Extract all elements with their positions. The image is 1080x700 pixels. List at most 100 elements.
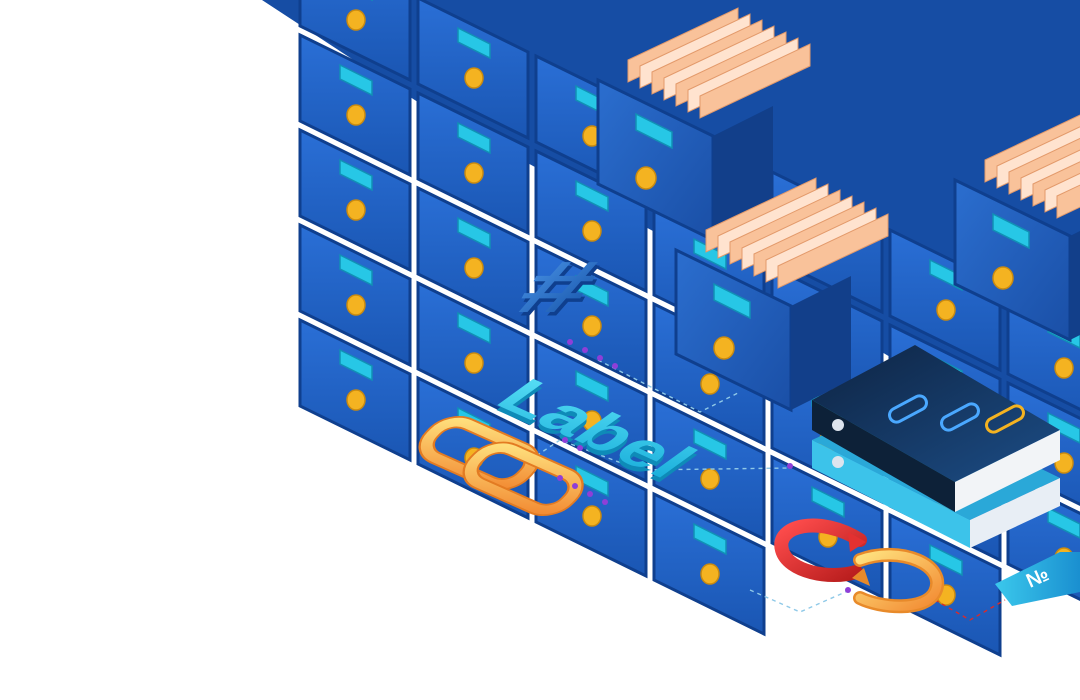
drawer-knob <box>700 468 720 490</box>
drawer-label-slot <box>811 485 845 519</box>
binder-lower-side <box>812 440 970 548</box>
open-drawers <box>596 7 1080 413</box>
drawer-knob <box>346 9 366 31</box>
cabinet-drawer <box>298 222 412 368</box>
drawer-front <box>298 0 412 83</box>
drawer-knob <box>582 410 602 432</box>
drawer-side <box>791 276 851 410</box>
drawer-knob <box>1054 357 1074 379</box>
file-folder <box>1056 184 1080 219</box>
drawer-label-slot <box>575 369 609 403</box>
drawer-label-slot <box>575 274 609 308</box>
connector-dot <box>845 587 851 593</box>
connector-dot <box>567 339 573 345</box>
drawer-label-slot <box>1047 506 1080 539</box>
number-tag-icon: № <box>995 552 1080 606</box>
drawer-label-slot <box>693 237 727 271</box>
cabinet-drawer <box>298 32 412 178</box>
chain-link-icon <box>418 416 584 516</box>
drawer-side <box>1070 231 1080 340</box>
open-drawer-icon <box>674 177 889 413</box>
drawer-label-slot <box>457 311 491 345</box>
cabinet-drawer <box>652 396 766 542</box>
cabinet-drawer <box>416 90 530 236</box>
drawer-knob <box>992 266 1014 290</box>
drawer-label-slot <box>457 26 491 60</box>
connector-lines <box>529 359 1006 621</box>
cabinet-drawer <box>416 185 530 331</box>
binder-upper-top <box>812 345 1060 482</box>
paperclip-icon <box>888 394 1025 434</box>
drawer-label-slot <box>693 427 727 461</box>
drawer-knob <box>713 336 735 360</box>
connector-hash-to-drawer <box>597 359 741 413</box>
cabinet-drawer <box>298 127 412 273</box>
cabinet-drawer <box>534 338 648 484</box>
binder-icon <box>812 345 1060 548</box>
connector-dot <box>602 499 608 505</box>
connector-dot <box>557 475 563 481</box>
drawer-label-slot <box>457 121 491 155</box>
connector-dot <box>587 491 593 497</box>
binder-ring-1 <box>832 419 844 431</box>
drawer-knob <box>464 352 484 374</box>
connector-dot <box>577 445 583 451</box>
drawer-knob <box>464 257 484 279</box>
drawer-label-slot <box>929 543 963 577</box>
open-drawer-icon <box>596 7 811 243</box>
hyperlink-icon <box>774 518 945 614</box>
cabinet-drawer <box>416 280 530 426</box>
drawer-knob <box>346 294 366 316</box>
drawer-knob <box>464 67 484 89</box>
open-drawer-icon <box>953 114 1080 343</box>
drawer-knob <box>936 299 956 321</box>
drawer-label-slot <box>693 522 727 556</box>
connector-link-to-tag <box>934 599 1006 621</box>
cabinet-drawer <box>534 243 648 389</box>
binder-upper-side <box>812 400 955 512</box>
drawer-label-slot <box>992 212 1030 250</box>
drawer-knob <box>582 505 602 527</box>
connector-chain-to-link <box>749 589 851 613</box>
cabinet-drawer <box>652 491 766 637</box>
connector-label-to-binder <box>529 439 791 471</box>
cabinet-drawer <box>298 0 412 83</box>
cabinet-drawer <box>416 0 530 141</box>
drawer-knob <box>582 315 602 337</box>
drawer-knob <box>700 563 720 585</box>
drawer-knob <box>700 373 720 395</box>
drawer-label-slot <box>339 253 373 287</box>
drawer-knob <box>635 166 657 190</box>
binder-lower-pages <box>970 478 1060 548</box>
cabinet-drawer <box>298 317 412 463</box>
drawer-knob <box>346 199 366 221</box>
file-folder <box>777 213 889 289</box>
drawer-label-slot <box>339 348 373 382</box>
connector-dot <box>787 463 793 469</box>
connector-dot <box>562 437 568 443</box>
binder-upper-pages <box>955 430 1060 512</box>
drawer-knob <box>346 104 366 126</box>
drawer-knob <box>464 162 484 184</box>
drawer-knob <box>346 389 366 411</box>
connector-dot <box>612 363 618 369</box>
drawer-label-slot <box>339 158 373 192</box>
drawer-label-slot <box>457 216 491 250</box>
drawer-knob <box>582 220 602 242</box>
connector-dot <box>597 355 603 361</box>
drawer-label-slot <box>1047 411 1080 444</box>
drawer-label-slot <box>635 112 673 150</box>
drawer-label-slot <box>713 282 751 320</box>
connector-dot <box>572 483 578 489</box>
number-tag-body <box>995 552 1080 606</box>
file-folder <box>1044 172 1080 213</box>
connector-dot <box>582 347 588 353</box>
drawer-label-slot <box>339 63 373 97</box>
file-folder <box>699 43 811 119</box>
connector-dots <box>557 339 851 593</box>
cabinet-drawer <box>888 512 1002 658</box>
drawer-label-slot <box>575 179 609 213</box>
binder-ring-2 <box>832 456 844 468</box>
